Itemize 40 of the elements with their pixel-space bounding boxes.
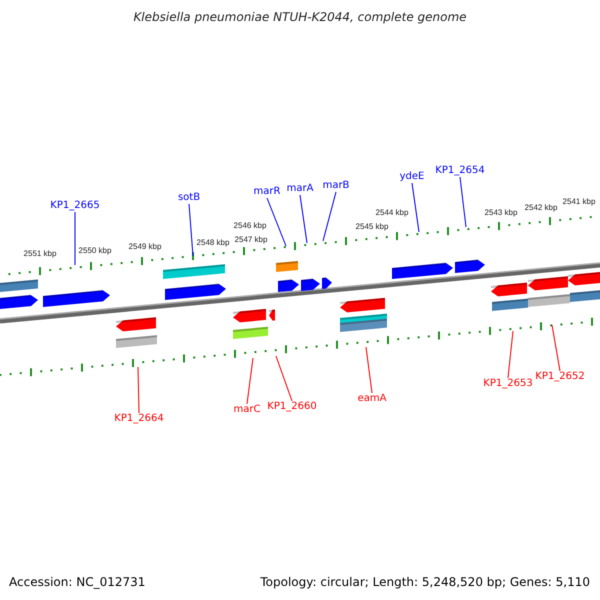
gene-label: KP1_2664 bbox=[114, 413, 164, 425]
leader-line bbox=[508, 330, 514, 378]
scale-label: 2547 kbp bbox=[234, 235, 268, 245]
gene-label: marA bbox=[286, 183, 314, 195]
scale-label: 2541 kbp bbox=[562, 197, 596, 207]
leader-line bbox=[366, 346, 372, 394]
scale-label: 2551 kbp bbox=[24, 249, 56, 259]
gene-label: KP1_2660 bbox=[267, 401, 317, 413]
leader-line bbox=[276, 356, 292, 402]
gene-label: ydeE bbox=[400, 171, 424, 183]
scale-label: 2550 kbp bbox=[78, 246, 112, 256]
leader-line bbox=[246, 358, 254, 404]
gene-label: KP1_2654 bbox=[435, 165, 485, 177]
scale-label: 2544 kbp bbox=[376, 208, 408, 218]
leader-line bbox=[188, 204, 194, 256]
scale-label: 2543 kbp bbox=[484, 208, 518, 218]
title: Klebsiella pneumoniae NTUH-K2044, complete genome bbox=[132, 10, 468, 24]
leader-line bbox=[322, 192, 336, 242]
scale-label: 2545 kbp bbox=[356, 222, 388, 232]
gene-label: KP1_2653 bbox=[483, 378, 533, 390]
gene-label: sotB bbox=[178, 192, 200, 204]
gene-label: marR bbox=[254, 186, 280, 198]
leader-line bbox=[74, 212, 76, 266]
leader-line bbox=[266, 198, 286, 246]
footer-text: Topology: circular; Length: 5,248,520 bp; Genes: 5,110 bbox=[260, 575, 590, 589]
leader-line bbox=[300, 194, 308, 244]
scale-label: 2548 kbp bbox=[196, 238, 230, 248]
gene-label: marC bbox=[234, 404, 260, 416]
gene-label: KP1_2652 bbox=[535, 371, 585, 383]
leader-line bbox=[552, 324, 560, 372]
leader-line bbox=[460, 176, 466, 228]
leader-line bbox=[138, 366, 140, 414]
gene-label: marB bbox=[322, 180, 350, 192]
footer-text: Accession: NC_012731 bbox=[9, 575, 146, 589]
scale-label: 2546 kbp bbox=[234, 221, 266, 231]
scale-label: 2542 kbp bbox=[524, 203, 558, 213]
gene-label: KP1_2665 bbox=[50, 200, 100, 212]
gene-label: eamA bbox=[358, 393, 386, 405]
scale-label: 2549 kbp bbox=[128, 242, 162, 252]
leader-line bbox=[412, 182, 420, 232]
